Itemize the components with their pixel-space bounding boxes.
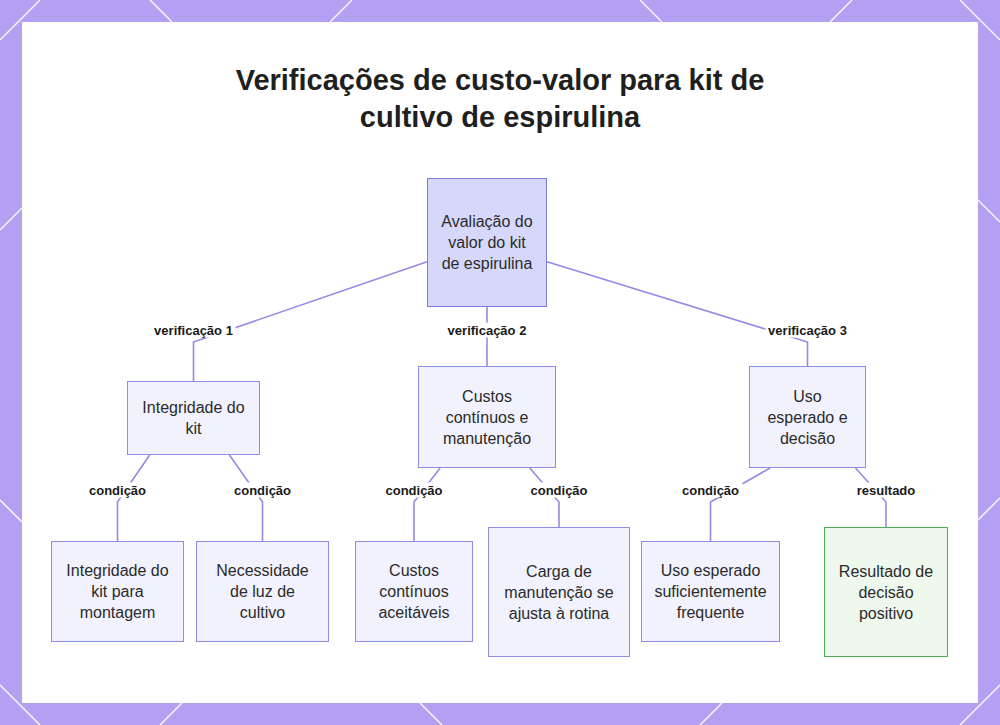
edge-label: condição <box>679 483 742 498</box>
process-box: Integridade do kit <box>127 381 260 455</box>
connector-line <box>711 468 771 541</box>
node-text: Integridade do kit <box>138 397 249 439</box>
connector-line <box>530 468 559 527</box>
node-text: Necessidade de luz de cultivo <box>207 560 318 623</box>
edge-label: verificação 2 <box>445 323 530 338</box>
edge-label: condição <box>382 483 445 498</box>
node-text: Uso esperado suficientemente frequente <box>652 560 769 623</box>
process-box: Custos contínuos e manutenção <box>418 366 556 468</box>
connector-line <box>855 468 886 527</box>
node-text: Avaliação do valor do kit de espirulina <box>438 211 536 274</box>
edge-label: condição <box>231 483 294 498</box>
edge-label: condição <box>86 483 149 498</box>
diagram-title: Verificações de custo-valor para kit de … <box>200 62 800 136</box>
process-box: Integridade do kit para montagem <box>51 541 184 642</box>
edge-label: condição <box>527 483 590 498</box>
process-box: Necessidade de luz de cultivo <box>196 541 329 642</box>
node-text: Resultado de decisão positivo <box>835 561 937 624</box>
process-box: Uso esperado e decisão <box>749 366 866 468</box>
connector-line <box>414 468 440 541</box>
edge-label: resultado <box>854 483 919 498</box>
result-box: Resultado de decisão positivo <box>824 527 948 657</box>
node-text: Carga de manutenção se ajusta à rotina <box>499 561 619 624</box>
connector-line <box>229 455 262 541</box>
root-box: Avaliação do valor do kit de espirulina <box>427 178 547 307</box>
process-box: Uso esperado suficientemente frequente <box>641 541 780 642</box>
connector-line <box>118 455 150 541</box>
process-box: Custos contínuos aceitáveis <box>355 541 473 642</box>
connector-line <box>194 262 428 381</box>
node-text: Custos contínuos aceitáveis <box>366 560 462 623</box>
node-text: Custos contínuos e manutenção <box>429 386 545 449</box>
edge-label: verificação 3 <box>765 323 850 338</box>
connector-line <box>547 262 808 366</box>
node-text: Integridade do kit para montagem <box>62 560 173 623</box>
edge-label: verificação 1 <box>151 323 236 338</box>
node-text: Uso esperado e decisão <box>760 386 855 449</box>
process-box: Carga de manutenção se ajusta à rotina <box>488 527 630 657</box>
